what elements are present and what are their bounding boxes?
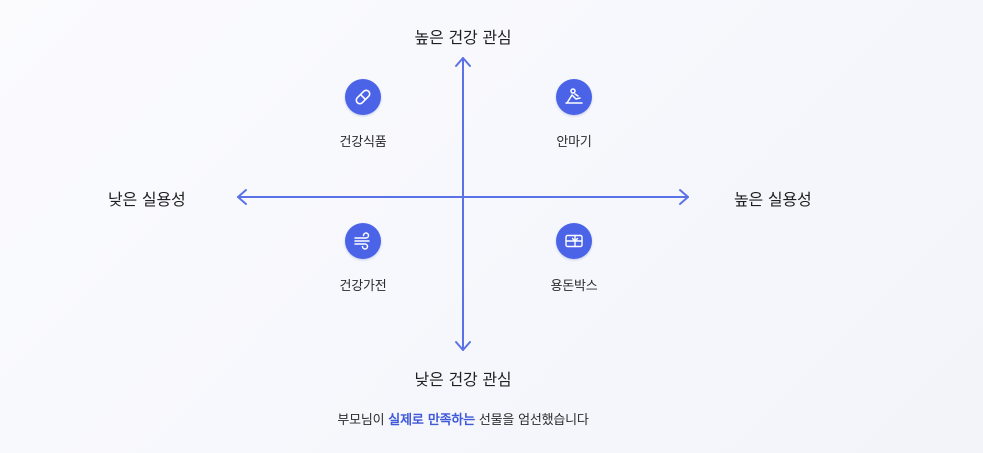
quadrant-health-food: 건강식품: [303, 79, 423, 150]
pill-icon: [345, 79, 381, 115]
arrow-left: [237, 189, 247, 205]
quadrant-label: 안마기: [556, 135, 592, 150]
gift-card-icon: [556, 223, 592, 259]
quadrant-label: 건강식품: [339, 135, 387, 150]
arrow-down: [455, 341, 471, 351]
caption-highlight: 실제로 만족하는: [388, 413, 475, 428]
quadrant-health-appliance: 건강가전: [303, 223, 423, 294]
caption: 부모님이 실제로 만족하는 선물을 엄선했습니다: [337, 409, 589, 428]
quadrant-label: 건강가전: [339, 279, 387, 294]
caption-suffix: 선물을 엄선했습니다: [474, 413, 589, 428]
arrow-up: [455, 57, 471, 67]
quadrant-money-box: 용돈박스: [514, 223, 634, 294]
massage-icon: [556, 79, 592, 115]
caption-prefix: 부모님이: [337, 413, 389, 428]
air-wind-icon: [345, 223, 381, 259]
arrow-right: [679, 189, 689, 205]
axis-label-right: 높은 실용성: [734, 190, 812, 209]
axis-label-bottom: 낮은 건강 관심: [414, 370, 512, 389]
axis-label-top: 높은 건강 관심: [414, 28, 512, 47]
quadrant-label: 용돈박스: [550, 279, 598, 294]
quadrant-massager: 안마기: [514, 79, 634, 150]
axis-label-left: 낮은 실용성: [108, 190, 186, 209]
